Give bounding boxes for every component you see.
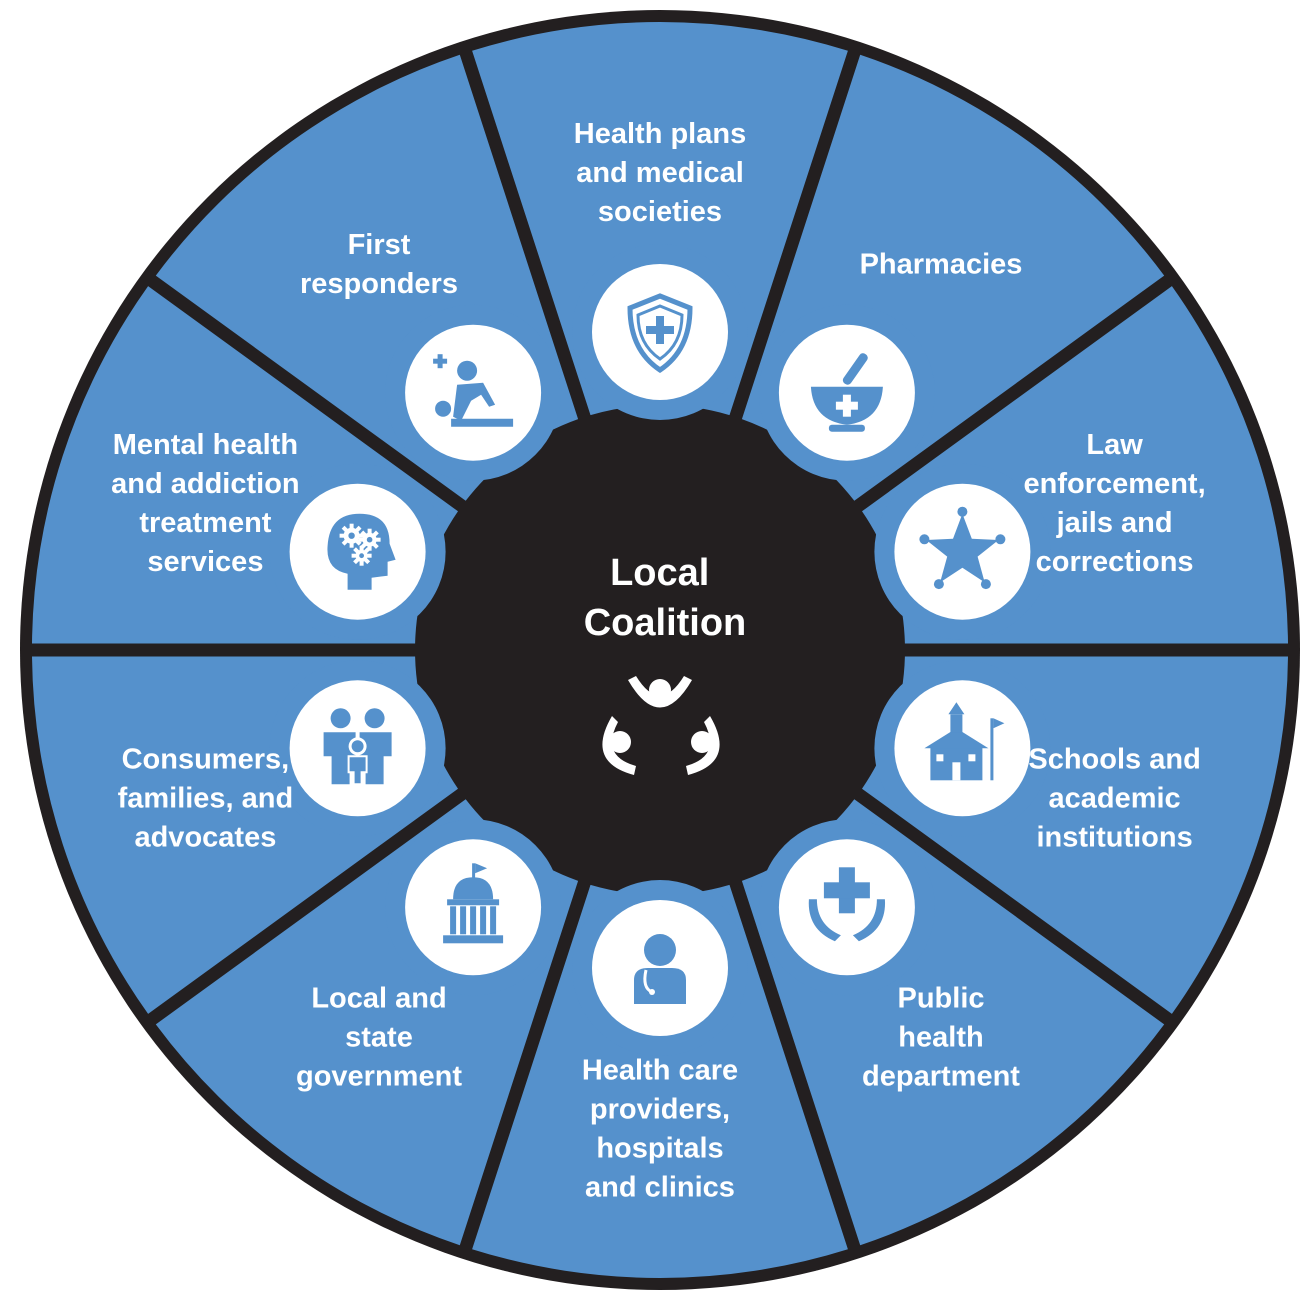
center-hub: Local Coalition xyxy=(584,552,747,775)
segment-label-consumers: Consumers, families, and advocates xyxy=(118,744,294,854)
segment-label-pharmacies: Pharmacies xyxy=(860,248,1023,280)
segment-label-line: Health plans xyxy=(574,118,746,150)
segment-label-line: advocates xyxy=(134,822,276,854)
segment-label-line: academic xyxy=(1048,783,1180,815)
segment-label-line: jails and xyxy=(1056,507,1173,539)
segment-wedge-health-care-providers xyxy=(472,884,848,1278)
segment-label-line: state xyxy=(345,1022,413,1054)
segment-wedge-health-plans xyxy=(472,22,848,416)
segment-label-line: Law xyxy=(1086,429,1143,461)
segment-label-line: Consumers, xyxy=(122,744,290,776)
center-title-line-1: Local xyxy=(610,552,709,594)
family-icon xyxy=(289,680,426,817)
segment-label-law-enforcement: Law enforcement, jails and corrections xyxy=(1024,429,1206,578)
segment-label-line: Pharmacies xyxy=(860,248,1023,280)
segment-label-health-plans: Health plans and medical societies xyxy=(574,118,746,228)
hands-cross-icon xyxy=(778,839,915,976)
center-title-line-2: Coalition xyxy=(584,602,747,644)
segment-label-line: hospitals xyxy=(596,1133,723,1165)
coalition-people-icon xyxy=(602,676,720,775)
cpr-icon xyxy=(405,324,542,461)
segment-label-line: Schools and xyxy=(1028,744,1200,776)
doctor-icon xyxy=(592,900,728,1036)
segment-label-line: corrections xyxy=(1036,546,1194,578)
sheriff-star-icon xyxy=(894,483,1031,620)
segment-label-line: Public xyxy=(897,983,984,1015)
segment-label-line: Health care xyxy=(582,1055,738,1087)
mortar-pestle-icon xyxy=(778,324,915,461)
segment-label-line: treatment xyxy=(139,507,271,539)
schoolhouse-icon xyxy=(894,680,1031,817)
segment-label-health-care-providers: Health care providers, hospitals and clinic… xyxy=(582,1055,738,1204)
segment-label-line: enforcement, xyxy=(1024,468,1206,500)
segment-label-schools: Schools and academic institutions xyxy=(1028,744,1200,854)
segment-label-line: Local and xyxy=(311,983,446,1015)
segment-label-line: department xyxy=(862,1061,1020,1093)
segment-label-line: providers, xyxy=(590,1094,730,1126)
segment-label-line: and addiction xyxy=(111,468,300,500)
segment-label-line: and medical xyxy=(576,157,744,189)
segment-label-line: and clinics xyxy=(585,1172,735,1204)
segment-label-line: government xyxy=(296,1061,462,1093)
segment-label-line: Mental health xyxy=(113,429,298,461)
segment-label-government: Local and state government xyxy=(296,983,462,1093)
segment-label-public-health: Public health department xyxy=(862,983,1020,1093)
segment-label-line: families, and xyxy=(118,783,294,815)
segment-label-line: responders xyxy=(300,268,458,300)
segment-label-line: First xyxy=(348,229,411,261)
segment-label-line: institutions xyxy=(1036,822,1192,854)
segment-icons xyxy=(289,264,1031,1036)
center-title: Local Coalition xyxy=(584,552,747,644)
capitol-building-icon xyxy=(405,839,542,976)
segment-label-line: services xyxy=(147,546,263,578)
segment-labels: Health plans and medical societiesPharmaci… xyxy=(111,118,1206,1204)
shield-cross-icon xyxy=(592,264,728,400)
head-gears-icon xyxy=(289,483,426,620)
segment-label-line: societies xyxy=(598,196,722,228)
segment-label-first-responders: First responders xyxy=(300,229,458,300)
segment-label-line: health xyxy=(898,1022,983,1054)
segment-label-mental-health: Mental health and addiction treatment servi… xyxy=(111,429,300,578)
